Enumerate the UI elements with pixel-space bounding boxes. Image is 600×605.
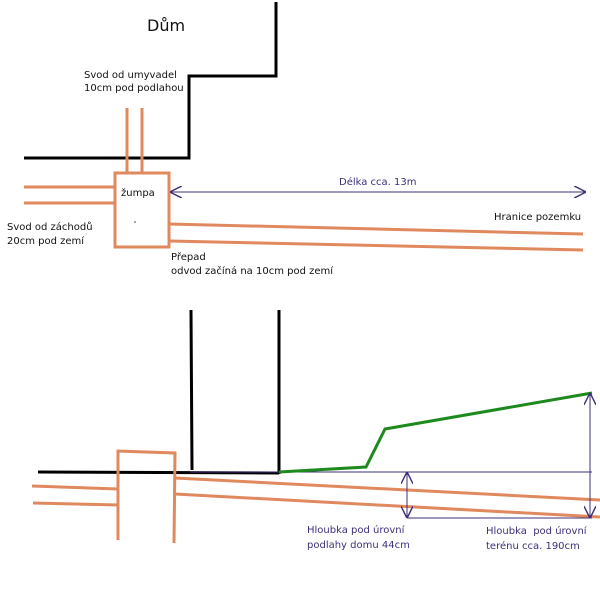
floor-level — [37, 470, 280, 475]
boundary-label: Hranice pozemku — [494, 212, 582, 223]
side-view — [31, 309, 600, 544]
sink-drain-label-line2: 10cm pod podlahou — [84, 83, 184, 94]
overflow-pipe — [168, 239, 584, 252]
terrain-line — [278, 391, 593, 474]
overflow-pipe — [174, 492, 600, 519]
house-wall — [189, 309, 194, 471]
length-label: Délka cca. 13m — [339, 177, 417, 188]
overflow-pipe — [174, 476, 600, 502]
sink-drain-label-line1: Svod od umyvadel — [84, 70, 177, 81]
terrain-depth-label-line1: Hloubka pod úrovní — [486, 526, 587, 537]
house-wall — [24, 2, 278, 160]
septic-tank — [113, 171, 171, 249]
house-label: Dům — [147, 16, 186, 35]
toilet-drain-pipe — [32, 501, 119, 507]
septic-tank-section — [116, 449, 177, 544]
toilet-drain-label-line2: 20cm pod zemí — [7, 236, 85, 247]
top-view — [24, 2, 585, 252]
toilet-drain-label-line1: Svod od záchodů — [7, 222, 93, 233]
overflow-label-line1: Přepad — [171, 252, 206, 263]
floor-depth-label-line2: podlahy domu 44cm — [307, 540, 410, 551]
toilet-drain-pipe — [31, 484, 119, 491]
floor-depth-label-line1: Hloubka pod úrovní — [307, 525, 405, 536]
overflow-pipe — [168, 222, 584, 236]
terrain-depth-label-line2: terénu cca. 190cm — [486, 541, 580, 552]
overflow-label-line2: odvod začíná na 10cm pod zemí — [171, 266, 334, 277]
tank-label: žumpa — [121, 188, 155, 199]
tank-dot — [134, 221, 136, 223]
